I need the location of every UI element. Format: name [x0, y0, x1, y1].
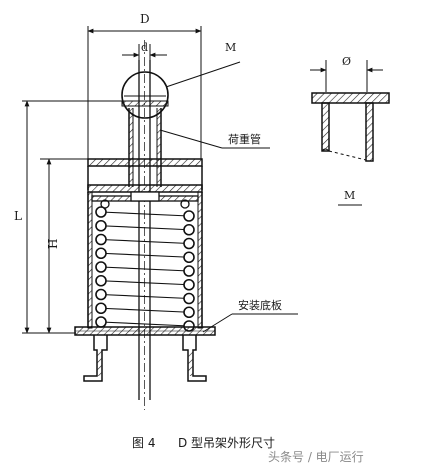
label-L: L: [14, 209, 22, 223]
dimension-L: [22, 100, 126, 334]
leader-base-plate: [202, 313, 298, 333]
spring-coil-line: [100, 211, 190, 217]
spring-wire-section: [183, 251, 195, 264]
detail-M-flange-tube: [310, 60, 390, 206]
label-load-tube: 荷重管: [228, 132, 261, 146]
label-M-detail: M: [344, 189, 355, 202]
right-leg: [182, 335, 207, 382]
spring-wire-section: [183, 278, 195, 291]
spring-wire-section: [95, 274, 107, 287]
spring-coil-line: [100, 225, 190, 231]
spring-wire-section: [183, 237, 195, 250]
spring-coil-line: [100, 280, 190, 286]
pressure-plate: [91, 191, 199, 209]
watermark-text: 头条号 / 电厂运行: [268, 450, 364, 464]
label-D: D: [140, 12, 150, 26]
ball-nut: [121, 71, 169, 119]
left-leg: [83, 335, 108, 382]
label-phi: Ø: [342, 55, 351, 68]
spring-wire-section: [95, 206, 107, 218]
top-cover: [87, 158, 203, 193]
spring-wire-section: [183, 265, 195, 277]
caption-figure-number: 图 4: [132, 436, 155, 450]
spring-coil-line: [100, 266, 190, 272]
spring-wire-section: [183, 210, 195, 222]
dimension-H: [40, 158, 90, 334]
label-M-top: M: [225, 41, 236, 54]
spring-wire-section: [95, 261, 107, 273]
label-base-plate: 安装底板: [238, 298, 282, 312]
leader-M-top: [162, 61, 241, 89]
pull-rod: [138, 40, 151, 410]
spring-wire-section: [95, 233, 107, 246]
spring-wire-section: [183, 292, 195, 305]
spring-coil-line: [100, 307, 190, 313]
spring-coils: [95, 206, 195, 332]
spring-coil-line: [100, 252, 190, 258]
label-H: H: [46, 239, 60, 249]
spring-wire-section: [95, 219, 107, 232]
spring-wire-section: [95, 302, 107, 315]
spring-wire-section: [95, 316, 107, 328]
leader-load-tube: [159, 129, 270, 149]
spring-wire-section: [183, 223, 195, 236]
spring-coil-line: [100, 321, 190, 327]
load-tube: [128, 108, 162, 187]
dimension-D: [87, 26, 202, 160]
caption-title: D 型吊架外形尺寸: [178, 436, 275, 450]
spring-wire-section: [95, 288, 107, 301]
spring-coil-line: [100, 293, 190, 300]
spring-wire-section: [95, 247, 107, 260]
base-plate: [74, 326, 216, 336]
spring-wire-section: [183, 306, 195, 319]
spring-coil-line: [100, 238, 190, 245]
